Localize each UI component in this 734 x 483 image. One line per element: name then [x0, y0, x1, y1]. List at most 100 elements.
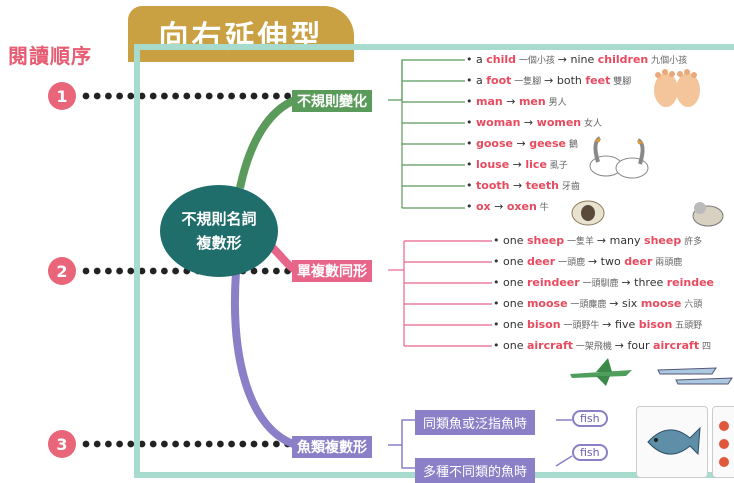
leader-dot — [149, 267, 157, 275]
irregular-row-z2: 男人 — [545, 98, 567, 108]
leader-dot — [116, 92, 123, 100]
leader-dot — [284, 92, 291, 100]
irregular-row-bullet: • — [466, 158, 476, 171]
irregular-row-w2: teeth — [525, 179, 559, 192]
leader-dot — [205, 92, 213, 100]
leader-dot — [161, 440, 168, 448]
same-row-w2: sheep — [644, 234, 682, 247]
irregular-row-bullet: • — [466, 116, 476, 129]
same-row-arrow: → six — [609, 297, 641, 310]
leader-dot — [228, 92, 236, 100]
irregular-row-w2: feet — [585, 74, 611, 87]
leader-dot — [138, 92, 146, 100]
leader-dot — [149, 92, 157, 100]
leader-dot — [161, 92, 168, 100]
fish-illustration — [647, 426, 701, 456]
same-row-pre: one — [503, 276, 527, 289]
same-row-bullet: • — [493, 234, 503, 247]
same-form-list: • one sheep 一隻羊 → many sheep 許多• one dee… — [493, 234, 714, 360]
same-row-w1: deer — [526, 255, 556, 268]
leader-dot — [127, 267, 135, 275]
purple-main-connector — [230, 271, 298, 449]
fish-row-same-label: 同類魚或泛指魚時 — [415, 410, 536, 435]
leader-dot — [183, 440, 191, 448]
same-row-bullet: • — [493, 318, 503, 331]
pink-sub-connectors — [388, 240, 492, 347]
irregular-row-w1: goose — [476, 137, 513, 150]
leader-dot — [273, 440, 280, 448]
same-row-pre: one — [503, 318, 527, 331]
irregular-row-z2: 九個小孩 — [648, 56, 688, 66]
leader-dot — [127, 440, 135, 448]
fish-row-different-tag: fish — [572, 444, 608, 461]
same-row-w1: moose — [526, 297, 568, 310]
branch-fish: 魚類複數形 — [292, 436, 372, 458]
airplane-illustration — [570, 358, 632, 386]
branch-irregular: 不規則變化 — [292, 90, 372, 112]
irregular-row: • tooth → teeth 牙齒 — [466, 179, 687, 200]
same-row-arrow: → four — [614, 339, 654, 352]
fish-row-different-label: 多種不同類的魚時 — [415, 458, 536, 483]
branch-same-form: 單複數同形 — [292, 260, 372, 282]
irregular-row-w2: men — [518, 95, 546, 108]
leader-dot — [138, 267, 146, 275]
irregular-row-z1: 一隻腳 — [511, 77, 545, 87]
same-row-w1: bison — [526, 318, 561, 331]
same-row-z1: 一隻羊 — [564, 237, 597, 247]
irregular-row-w1: child — [486, 53, 517, 66]
irregular-row-bullet: • — [466, 53, 476, 66]
leader-dot — [172, 440, 180, 448]
leader-dot — [82, 267, 90, 275]
irregular-row-w1: louse — [476, 158, 510, 171]
same-row: • one deer 一頭鹿 → two deer 兩頭鹿 — [493, 255, 714, 276]
fish-variety-illustration — [719, 421, 729, 467]
same-row-w2: reindee — [666, 276, 715, 289]
center-node-line1: 不規則名詞 — [181, 210, 257, 228]
irregular-row-bullet: • — [466, 200, 476, 213]
same-row-pre: one — [503, 297, 527, 310]
leader-dot — [250, 92, 258, 100]
same-row-arrow: → two — [587, 255, 625, 268]
irregular-row-arrow: → — [520, 116, 537, 129]
same-row-z2: 許多 — [681, 237, 703, 247]
leader-dot — [127, 92, 135, 100]
irregular-row-pre: a — [476, 53, 487, 66]
green-main-connector — [236, 96, 297, 189]
same-row-z2: 兩頭鹿 — [652, 258, 683, 268]
irregular-row-z2: 牛 — [536, 203, 549, 213]
irregular-row-w2: lice — [525, 158, 547, 171]
irregular-row: • a foot 一隻腳 → both feet 雙腳 — [466, 74, 687, 95]
irregular-row-bullet: • — [466, 179, 476, 192]
leader-dot — [261, 440, 269, 448]
irregular-row-w2: geese — [529, 137, 567, 150]
reading-order-label: 閱讀順序 — [8, 44, 92, 68]
fish-row-same-tag: fish — [572, 410, 608, 427]
leader-dot — [217, 440, 224, 448]
leader-dot — [250, 267, 258, 275]
irregular-row-w1: ox — [476, 200, 491, 213]
leader-dot — [93, 92, 101, 100]
leader-dot — [161, 267, 168, 275]
leader-dot — [138, 440, 146, 448]
same-row-z1: 一頭野牛 — [560, 321, 603, 331]
leader-dot — [273, 92, 280, 100]
leader-dot — [116, 267, 123, 275]
same-row-bullet: • — [493, 297, 503, 310]
irregular-row-arrow: → — [509, 179, 526, 192]
irregular-row-bullet: • — [466, 95, 476, 108]
irregular-row-z2: 鵝 — [566, 140, 578, 150]
leader-dot — [183, 92, 191, 100]
irregular-row: • woman → women 女人 — [466, 116, 687, 137]
same-row-w1: aircraft — [526, 339, 573, 352]
leader-dot — [93, 267, 101, 275]
same-row-z2: 六頭 — [681, 300, 703, 310]
leader-dot — [239, 440, 247, 448]
same-row-w2: deer — [624, 255, 653, 268]
leader-dot — [105, 267, 112, 275]
same-row-z1: 一頭麋鹿 — [567, 300, 610, 310]
airplanes-illustration — [657, 367, 733, 385]
irregular-row-w1: man — [476, 95, 503, 108]
irregular-row-w2: women — [536, 116, 582, 129]
same-row: • one reindeer 一頭馴鹿 → three reindee — [493, 276, 714, 297]
ox-illustration — [692, 202, 724, 227]
